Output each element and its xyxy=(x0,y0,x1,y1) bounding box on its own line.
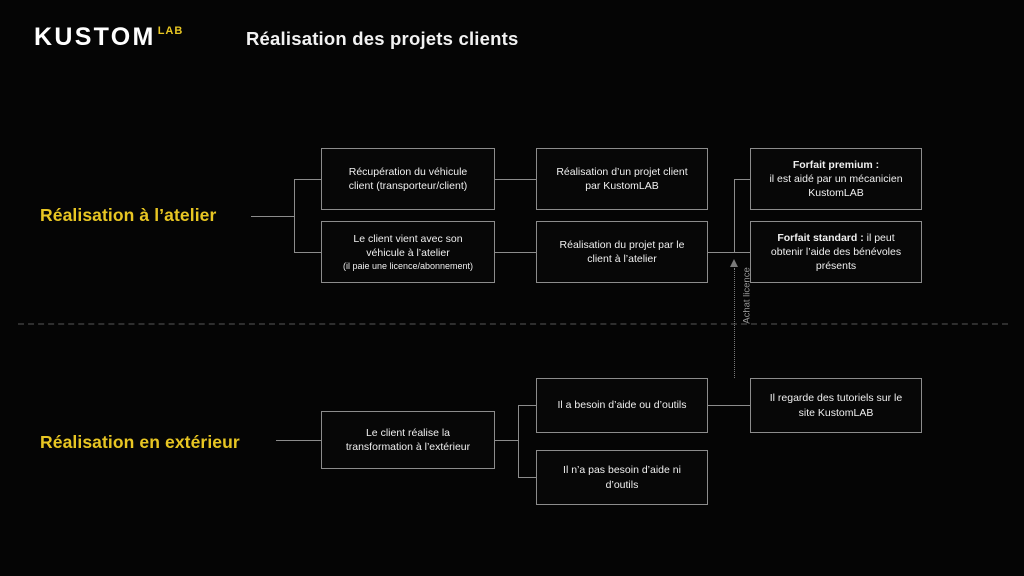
connector-forfait-bracket xyxy=(734,179,735,253)
node-line: Il n’a pas besoin d’aide ni xyxy=(563,464,681,477)
node-client-vient-atelier[interactable]: Le client vient avec son véhicule à l’at… xyxy=(321,221,495,283)
node-line: client à l’atelier xyxy=(587,253,657,265)
node-line: client (transporteur/client) xyxy=(348,180,468,192)
arrow-up-icon xyxy=(730,259,738,267)
node-pas-besoin-aide-outils[interactable]: Il n’a pas besoin d’aide ni d’outils xyxy=(536,450,708,505)
node-line: Le client vient avec son xyxy=(353,232,463,245)
node-forfait-premium[interactable]: Forfait premium : il est aidé par un méc… xyxy=(750,148,922,210)
node-line: KustomLAB xyxy=(808,187,864,200)
node-line: d’outils xyxy=(605,478,639,491)
node-line: site KustomLAB xyxy=(798,406,874,419)
achat-licence-dotted-line xyxy=(734,268,735,378)
logo-wordmark: KUSTOM xyxy=(34,23,156,51)
connector-to-pas-besoin-aide xyxy=(518,477,537,478)
node-line-bold: Forfait standard : xyxy=(777,231,864,244)
page-title: Réalisation des projets clients xyxy=(246,28,519,49)
node-line: transformation à l’extérieur xyxy=(345,441,471,453)
node-line: par KustomLAB xyxy=(585,180,659,192)
section-label-exterieur: Réalisation en extérieur xyxy=(40,432,240,452)
node-line: Récupération du véhicule xyxy=(348,165,468,178)
node-line-secondary: (il paie une licence/abonnement) xyxy=(342,261,474,272)
connector-projet-client-out xyxy=(708,252,735,253)
connector-besoin-aide-to-tutoriels xyxy=(708,405,751,406)
node-line: véhicule à l’atelier xyxy=(366,246,450,259)
connector-client-vient-to-projet-client xyxy=(495,252,537,253)
connector-atelier-bracket xyxy=(294,179,295,253)
node-line: il est aidé par un mécanicien xyxy=(769,172,903,185)
node-line-title: Forfait standard : il peut xyxy=(777,231,894,245)
connector-to-forfait-premium xyxy=(734,179,751,180)
connector-to-recuperation xyxy=(294,179,322,180)
kustomlab-logo: KUSTOM LAB xyxy=(34,25,183,50)
connector-to-client-vient xyxy=(294,252,322,253)
node-client-realise-exterieur[interactable]: Le client réalise la transformation à l’… xyxy=(321,411,495,469)
node-besoin-aide-outils[interactable]: Il a besoin d’aide ou d’outils xyxy=(536,378,708,433)
connector-exterieur-out xyxy=(495,440,519,441)
node-line: Réalisation du projet par le xyxy=(559,238,685,251)
node-projet-par-client[interactable]: Réalisation du projet par le client à l’… xyxy=(536,221,708,283)
connector-exterieur-bracket xyxy=(518,405,519,477)
node-tutoriels-site[interactable]: Il regarde des tutoriels sur le site Kus… xyxy=(750,378,922,433)
connector-exterieur-stub xyxy=(276,440,322,441)
node-line: Il a besoin d’aide ou d’outils xyxy=(557,399,687,412)
section-divider xyxy=(18,323,1008,325)
connector-atelier-stub xyxy=(251,216,295,217)
node-line: Réalisation d’un projet client xyxy=(556,165,688,178)
node-line-title: Forfait premium : xyxy=(792,158,880,171)
node-projet-par-kustomlab[interactable]: Réalisation d’un projet client par Kusto… xyxy=(536,148,708,210)
connector-to-besoin-aide xyxy=(518,405,537,406)
connector-recuperation-to-projet-kustomlab xyxy=(495,179,537,180)
node-recuperation-vehicule[interactable]: Récupération du véhicule client (transpo… xyxy=(321,148,495,210)
node-line: Le client réalise la xyxy=(365,426,451,439)
logo-suffix: LAB xyxy=(157,25,184,37)
connector-to-forfait-standard xyxy=(734,252,751,253)
node-line-rest: il peut xyxy=(863,231,895,244)
node-line: présents xyxy=(815,260,857,273)
node-line: obtenir l’aide des bénévoles xyxy=(770,245,902,258)
section-label-atelier: Réalisation à l’atelier xyxy=(40,205,217,225)
node-forfait-standard[interactable]: Forfait standard : il peut obtenir l’aid… xyxy=(750,221,922,283)
node-line: Il regarde des tutoriels sur le xyxy=(769,392,903,405)
